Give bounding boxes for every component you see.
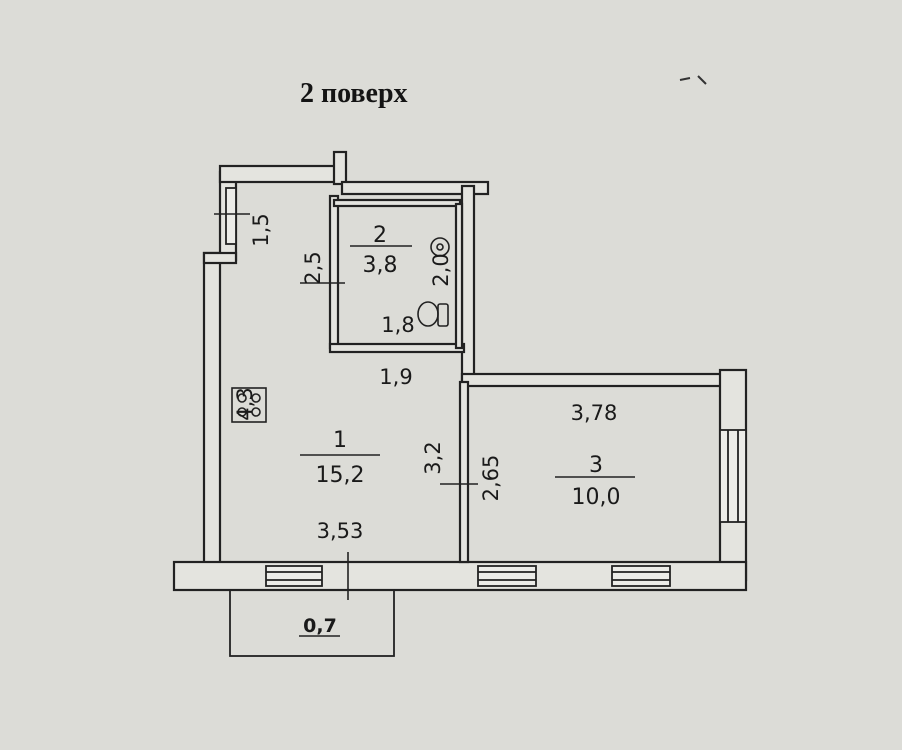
dim-3-53: 3,53 — [317, 519, 364, 543]
sink-icon — [430, 237, 450, 257]
room-2: 2 3,8 — [363, 223, 398, 278]
windows — [225, 187, 747, 587]
room-1-number: 1 — [333, 428, 347, 453]
dim-0-7: 0,7 — [303, 615, 337, 637]
room-3: 3 10,0 — [572, 453, 621, 510]
dim-4-3: 4,3 — [233, 387, 257, 420]
dimension-lines — [214, 213, 635, 637]
window-icon — [225, 187, 237, 245]
window-icon — [477, 565, 537, 587]
dim-3-2: 3,2 — [421, 441, 445, 474]
toilet-icon — [417, 301, 449, 327]
dim-2-5: 2,5 — [301, 251, 325, 284]
room-1-area: 15,2 — [316, 463, 365, 488]
dimension-labels: 1,5 2,5 2,0 1,8 1,9 4,3 3,2 3,53 2,65 3,… — [233, 213, 617, 637]
window-icon — [611, 565, 671, 587]
dim-1-5: 1,5 — [249, 213, 273, 246]
dim-3-78: 3,78 — [571, 401, 618, 425]
room-3-number: 3 — [589, 453, 603, 478]
room-2-area: 3,8 — [363, 253, 398, 278]
stove-icon — [231, 387, 267, 423]
interior-walls — [328, 194, 470, 564]
balcony — [229, 589, 395, 657]
room-2-number: 2 — [373, 223, 387, 248]
window-icon — [719, 429, 747, 523]
dim-1-8: 1,8 — [381, 313, 414, 337]
dim-2-65: 2,65 — [479, 455, 503, 502]
paper-mark — [679, 75, 707, 85]
room-3-area: 10,0 — [572, 485, 621, 510]
dim-2-0: 2,0 — [429, 253, 453, 286]
dim-1-9: 1,9 — [379, 365, 412, 389]
window-icon — [265, 565, 323, 587]
room-1: 1 15,2 — [316, 428, 365, 488]
floor-title: 2 поверх — [300, 78, 408, 109]
